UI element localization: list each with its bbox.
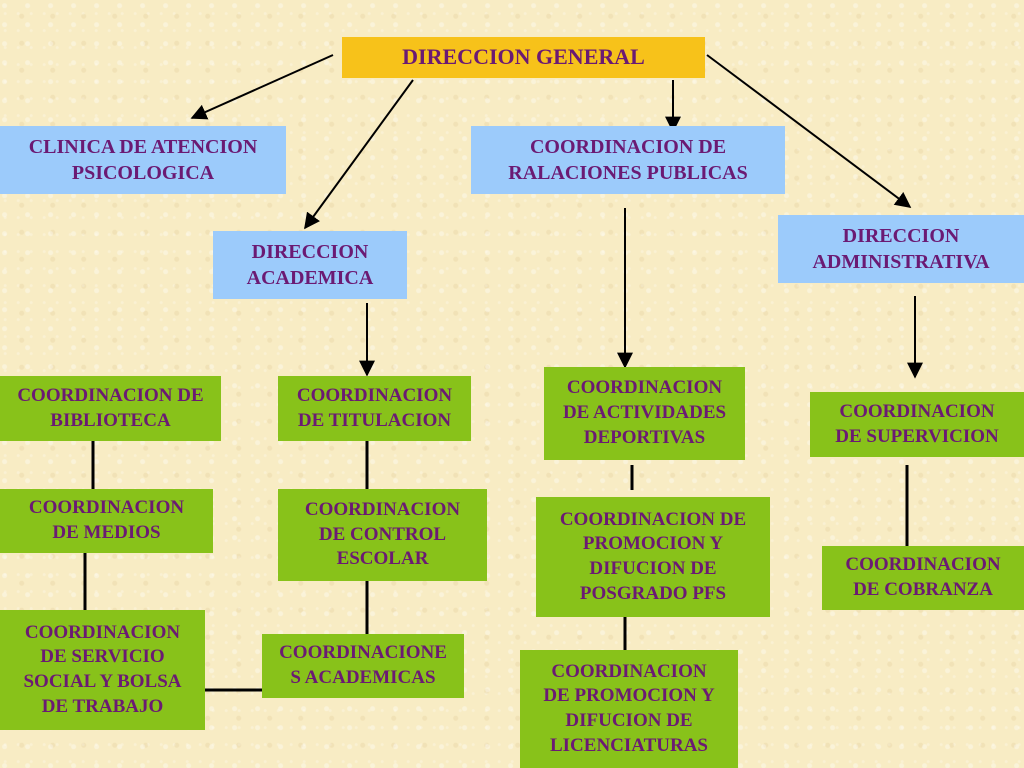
clinica-box: CLINICA DE ATENCION PSICOLOGICA: [0, 126, 286, 194]
deportivas-box: COORDINACION DE ACTIVIDADES DEPORTIVAS: [544, 367, 745, 460]
direccion-general-box: DIRECCION GENERAL: [342, 37, 705, 78]
biblioteca-box: COORDINACION DE BIBLIOTECA: [0, 376, 221, 441]
arrow-to-academica: [304, 79, 414, 230]
arrow-to-clinica: [190, 54, 334, 120]
control-escolar-box: COORDINACION DE CONTROL ESCOLAR: [278, 489, 487, 581]
titulacion-box: COORDINACION DE TITULACION: [278, 376, 471, 441]
direccion-academica-box: DIRECCION ACADEMICA: [213, 231, 407, 299]
direccion-administrativa-box: DIRECCION ADMINISTRATIVA: [778, 215, 1024, 283]
supervicion-box: COORDINACION DE SUPERVICION: [810, 392, 1024, 457]
cobranza-box: COORDINACION DE COBRANZA: [822, 546, 1024, 610]
posgrado-box: COORDINACION DE PROMOCION Y DIFUCION DE …: [536, 497, 770, 617]
medios-box: COORDINACION DE MEDIOS: [0, 489, 213, 553]
relaciones-publicas-box: COORDINACION DE RALACIONES PUBLICAS: [471, 126, 785, 194]
coordinaciones-academicas-box: COORDINACIONE S ACADEMICAS: [262, 634, 464, 698]
arrow-to-administrativa: [706, 54, 912, 208]
servicio-social-box: COORDINACION DE SERVICIO SOCIAL Y BOLSA …: [0, 610, 205, 730]
licenciaturas-box: COORDINACION DE PROMOCION Y DIFUCION DE …: [520, 650, 738, 768]
